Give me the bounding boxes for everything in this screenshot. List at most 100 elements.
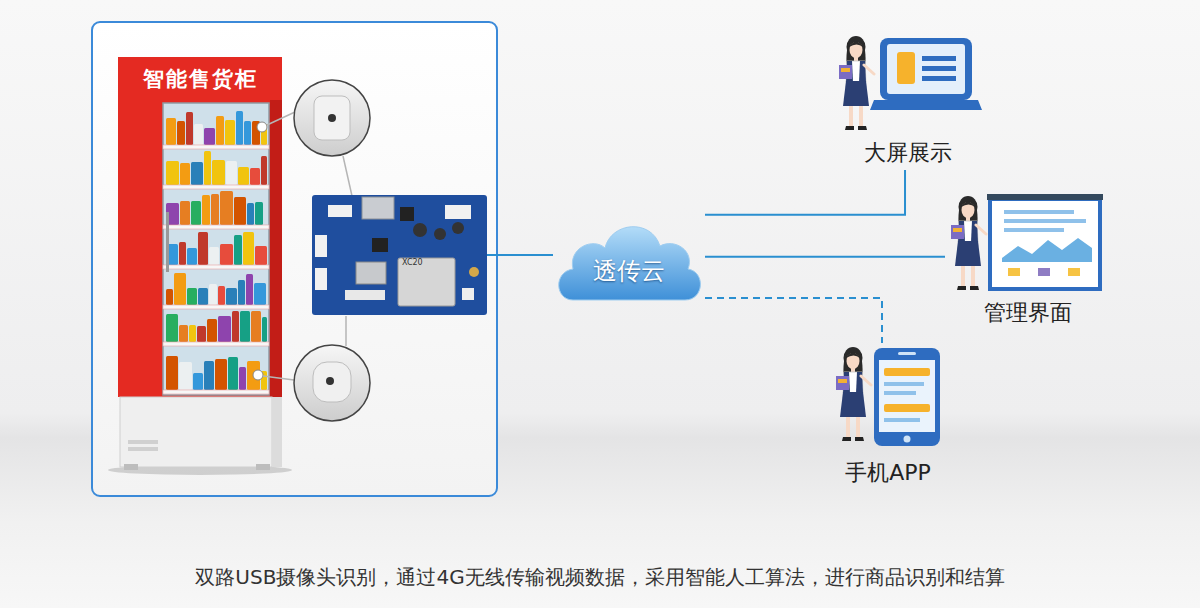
- screen-icon: [870, 100, 982, 110]
- vending-cabinet: [163, 265, 269, 269]
- node-label: 智能售货柜: [143, 65, 258, 93]
- vending-cabinet: [211, 194, 219, 225]
- vending-cabinet: [261, 156, 267, 185]
- dashboard-icon: [951, 194, 1103, 290]
- dashboard-icon: [990, 199, 1100, 289]
- camera-zoom: [267, 112, 295, 125]
- vending-cabinet: [187, 288, 197, 305]
- phone-icon: [884, 404, 930, 412]
- vending-cabinet: [194, 124, 203, 145]
- cabinet-header: 智能售货柜: [118, 57, 282, 100]
- vending-cabinet: [204, 361, 214, 390]
- vending-cabinet: [209, 247, 219, 265]
- screen-icon: [897, 52, 915, 84]
- vending-cabinet: [225, 120, 235, 145]
- vending-cabinet: [207, 319, 217, 342]
- vending-cabinet: [212, 160, 225, 185]
- camera-zoom: [328, 114, 336, 122]
- terminal-node: 手机APP: [828, 343, 948, 490]
- vending-cabinet: [180, 163, 190, 185]
- dashboard-icon: [1004, 210, 1074, 214]
- vending-cabinet: [187, 248, 197, 265]
- phone-icon: [884, 368, 930, 376]
- vending-cabinet: [272, 397, 282, 467]
- vending-cabinet: [166, 289, 173, 305]
- connector-line: [487, 254, 553, 256]
- chip-label: XC20: [402, 259, 487, 267]
- vending-cabinet: [257, 122, 267, 132]
- vending-cabinet: [163, 103, 269, 395]
- circuit-board: [356, 262, 386, 284]
- phone-icon: [884, 382, 924, 386]
- vending-cabinet: [220, 191, 233, 225]
- vending-cabinet: [191, 162, 203, 185]
- vending-cabinet: [244, 121, 251, 145]
- camera-zoom: [314, 96, 350, 140]
- screen-icon: [922, 56, 956, 61]
- vending-cabinet: [209, 284, 217, 305]
- dashboard-icon: [951, 196, 986, 290]
- vending-cabinet: [204, 128, 215, 145]
- circuit-board: [452, 222, 464, 234]
- terminal-node: 大屏展示: [830, 32, 985, 170]
- circuit-board: [469, 267, 479, 277]
- vending-cabinet: [270, 100, 282, 397]
- node-label: 管理界面: [984, 298, 1072, 328]
- circuit-board: [328, 205, 352, 217]
- vending-cabinet: [226, 288, 237, 305]
- node-label: 手机APP: [845, 458, 931, 488]
- phone-icon: [879, 360, 935, 432]
- vending-cabinet: [226, 161, 237, 185]
- vending-cabinet: [177, 121, 185, 145]
- phone-icon: [836, 347, 940, 446]
- cloud-node: 透传云: [553, 212, 705, 307]
- vending-cabinet: [179, 325, 188, 342]
- vending-cabinet: [120, 397, 272, 467]
- vending-cabinet: [166, 118, 176, 145]
- vending-cabinet: [163, 305, 269, 309]
- vending-cabinet: [238, 167, 249, 185]
- vending-cabinet: [232, 311, 239, 342]
- vending-cabinet: [240, 311, 250, 342]
- connector-line: [705, 170, 905, 215]
- vending-cabinet: [234, 235, 242, 265]
- screen-icon: [880, 38, 972, 100]
- phone-icon: [898, 352, 916, 355]
- camera-zoom: [294, 80, 370, 156]
- vending-cabinet: [247, 203, 254, 225]
- vending-cabinet: [253, 370, 263, 380]
- dashboard-icon: [1038, 268, 1050, 276]
- vending-cabinet: [234, 197, 246, 225]
- screen-icon: [922, 76, 956, 81]
- vending-cabinet: [239, 367, 246, 390]
- camera-zoom: [343, 156, 352, 196]
- camera-zoom: [313, 362, 351, 402]
- dashboard-icon: [1008, 268, 1020, 276]
- vending-cabinet: [198, 288, 208, 305]
- circuit-board: [315, 268, 327, 290]
- dashboard-icon: [1004, 228, 1064, 232]
- vending-cabinet: [128, 447, 158, 451]
- phone-icon: [874, 348, 940, 446]
- vending-cabinet: [108, 57, 292, 475]
- camera-zoom: [294, 345, 370, 421]
- vending-cabinet: [220, 244, 233, 265]
- circuit-board: [315, 235, 327, 257]
- vending-cabinet: [255, 246, 267, 265]
- device-panel: [92, 22, 497, 496]
- circuit-board: [400, 207, 414, 221]
- vending-cabinet: [202, 195, 210, 225]
- vending-cabinet: [251, 311, 261, 342]
- screen-icon: [887, 44, 965, 94]
- node-label: 大屏展示: [864, 138, 952, 168]
- vending-cabinet: [215, 359, 227, 390]
- circuit-board: [413, 223, 427, 237]
- vending-cabinet: [179, 362, 192, 390]
- screen-icon: [839, 36, 982, 130]
- vending-cabinet: [163, 342, 269, 346]
- vending-cabinet: [166, 161, 179, 185]
- circuit-board: [345, 290, 385, 300]
- screen-icon: [839, 36, 874, 130]
